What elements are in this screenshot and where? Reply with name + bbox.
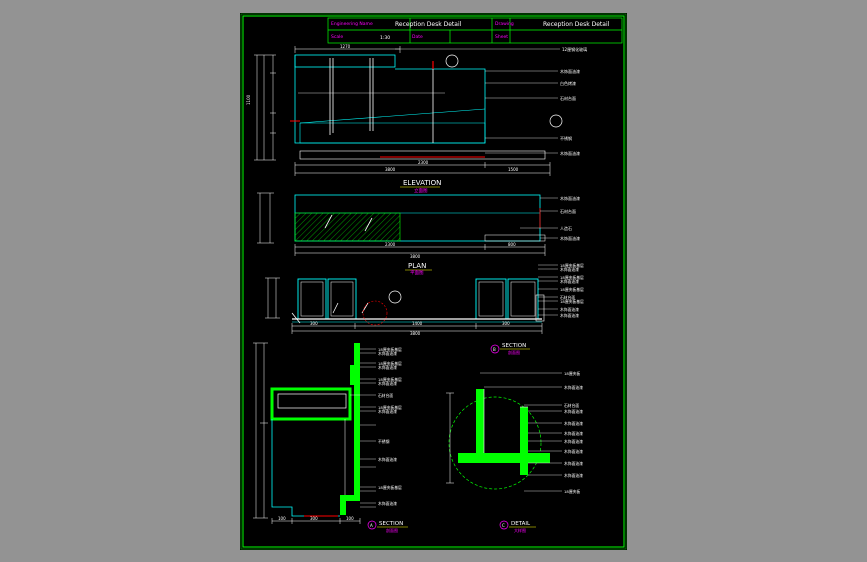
section-a-view: 100 300 100 (253, 342, 408, 533)
section-b-callout-1: 18厘夹板基层 (560, 263, 584, 268)
elevation-callout-3: 白色烤漆 (560, 80, 576, 86)
plan-dim-right: 800 (508, 242, 516, 247)
section-b-total: 3800 (410, 331, 421, 336)
section-b-callout-2: 木饰面油漆 (560, 267, 579, 272)
elevation-height-dim: 1100 (246, 94, 251, 105)
section-a-width-3: 100 (346, 516, 354, 521)
plan-callout-1: 木饰面油漆 (560, 195, 580, 201)
sheet-border (242, 15, 625, 548)
detail-callout-5: 木饰面油漆 (564, 421, 583, 426)
detail-callout-7: 木饰面油漆 (564, 439, 583, 444)
title-project-value: Reception Desk Detail (395, 21, 462, 28)
detail-subtitle: 大样图 (514, 527, 526, 533)
section-b-width-3: 300 (502, 321, 510, 326)
plan-callout-2: 石材台面 (560, 208, 576, 214)
detail-view: 18厘夹板 木饰面油漆 石材台面 木饰面油漆 木饰面油漆 木饰面油漆 木饰面油漆… (446, 371, 583, 533)
elevation-callout-6: 木饰面油漆 (560, 150, 580, 156)
section-a-callout-11: 木饰面油漆 (378, 457, 397, 462)
detail-callout-10: 木饰面油漆 (564, 473, 583, 478)
detail-callout-9: 木饰面油漆 (564, 461, 583, 466)
section-a-subtitle: 剖面图 (386, 527, 398, 533)
section-b-width-1: 300 (310, 321, 318, 326)
title-scale-value: 1:30 (380, 35, 390, 41)
plan-dim-left: 2300 (385, 242, 396, 247)
elevation-dim-right: 1500 (508, 167, 519, 172)
elevation-view: 1270 (246, 44, 587, 194)
detail-callout-11: 18厘夹板 (564, 489, 580, 494)
section-a-callout-3: 18厘夹板基层 (378, 361, 402, 366)
section-a-callout-13: 木饰面油漆 (378, 501, 397, 506)
section-a-callout-5: 18厘夹板基层 (378, 377, 402, 382)
sheet-outer-border (240, 13, 627, 550)
section-a-callout-6: 木饰面油漆 (378, 381, 397, 386)
section-b-callout-8: 木饰面油漆 (560, 307, 579, 312)
plan-callout-4: 木饰面油漆 (560, 235, 580, 241)
detail-callout-3: 石材台面 (564, 403, 579, 408)
title-project-label: Engineering Name (331, 21, 373, 27)
section-b-callout-4: 木饰面油漆 (560, 279, 579, 284)
section-a-title: SECTION (379, 521, 403, 527)
section-a-callout-9: 木饰面油漆 (378, 409, 397, 414)
plan-total-width: 3800 (410, 254, 421, 259)
section-b-callout-6: 石材台面 (560, 295, 575, 300)
detail-title: DETAIL (511, 521, 531, 527)
section-a-callout-4: 木饰面油漆 (378, 365, 397, 370)
elevation-callout-5: 不锈钢 (560, 135, 572, 141)
elevation-dim-left: 2300 (418, 160, 429, 165)
section-b-callout-7: 18厘夹板基层 (560, 299, 584, 304)
plan-title: PLAN (408, 262, 426, 270)
elevation-callout-4: 石材台面 (560, 95, 576, 101)
detail-callout-4: 木饰面油漆 (564, 409, 583, 414)
cad-drawing: Engineering Name Reception Desk Detail D… (240, 13, 627, 550)
detail-callout-6: 木饰面油漆 (564, 431, 583, 436)
detail-callout-1: 18厘夹板 (564, 371, 580, 376)
section-a-marker: A (370, 523, 373, 528)
elevation-callout-2: 木饰面油漆 (560, 68, 580, 74)
title-date-label: Date (412, 34, 423, 40)
section-a-callout-8: 18厘夹板基层 (378, 405, 402, 410)
title-drawing-value: Reception Desk Detail (543, 21, 610, 28)
section-a-callout-7: 石材台面 (378, 393, 393, 398)
drawing-sheet[interactable]: Engineering Name Reception Desk Detail D… (240, 13, 627, 550)
title-block (327, 17, 623, 44)
section-b-callout-5: 18厘夹板基层 (560, 287, 584, 292)
section-a-width-1: 100 (278, 516, 286, 521)
detail-callout-2: 木饰面油漆 (564, 385, 583, 390)
section-b-callout-9: 木饰面油漆 (560, 313, 579, 318)
section-b-title: SECTION (502, 343, 526, 349)
section-b-subtitle: 剖面图 (508, 349, 520, 355)
section-a-callout-10: 不锈钢 (378, 439, 390, 444)
plan-view: 2300 800 3800 木饰面油漆 石材台面 人造石 木饰面油漆 PLAN … (257, 192, 580, 276)
elevation-title: ELEVATION (403, 179, 441, 187)
detail-marker: C (502, 523, 505, 528)
section-b-width-2: 1400 (412, 321, 423, 326)
plan-callout-3: 人造石 (560, 225, 572, 231)
title-sheet-label: Sheet (495, 34, 508, 40)
elevation-subtitle: 立面图 (414, 187, 428, 194)
section-a-callout-2: 木饰面油漆 (378, 351, 397, 356)
section-b-marker: B (493, 347, 496, 352)
title-scale-label: Scale (331, 34, 343, 40)
elevation-total-width: 3800 (385, 167, 396, 172)
section-a-callout-1: 18厘夹板基层 (378, 347, 402, 352)
plan-subtitle: 平面图 (410, 270, 424, 276)
section-a-width-2: 300 (310, 516, 318, 521)
section-b-view: 300 1400 300 3800 18厘夹板基层 木饰面油漆 18厘 (265, 263, 584, 355)
section-a-callout-12: 18厘夹板基层 (378, 485, 402, 490)
detail-callout-8: 木饰面油漆 (564, 449, 583, 454)
elevation-callout-1: 12厘钢化玻璃 (562, 46, 587, 52)
elevation-top-dim: 1270 (340, 44, 351, 49)
title-drawing-label: Drawing (495, 21, 514, 27)
section-b-callout-3: 18厘夹板基层 (560, 275, 584, 280)
